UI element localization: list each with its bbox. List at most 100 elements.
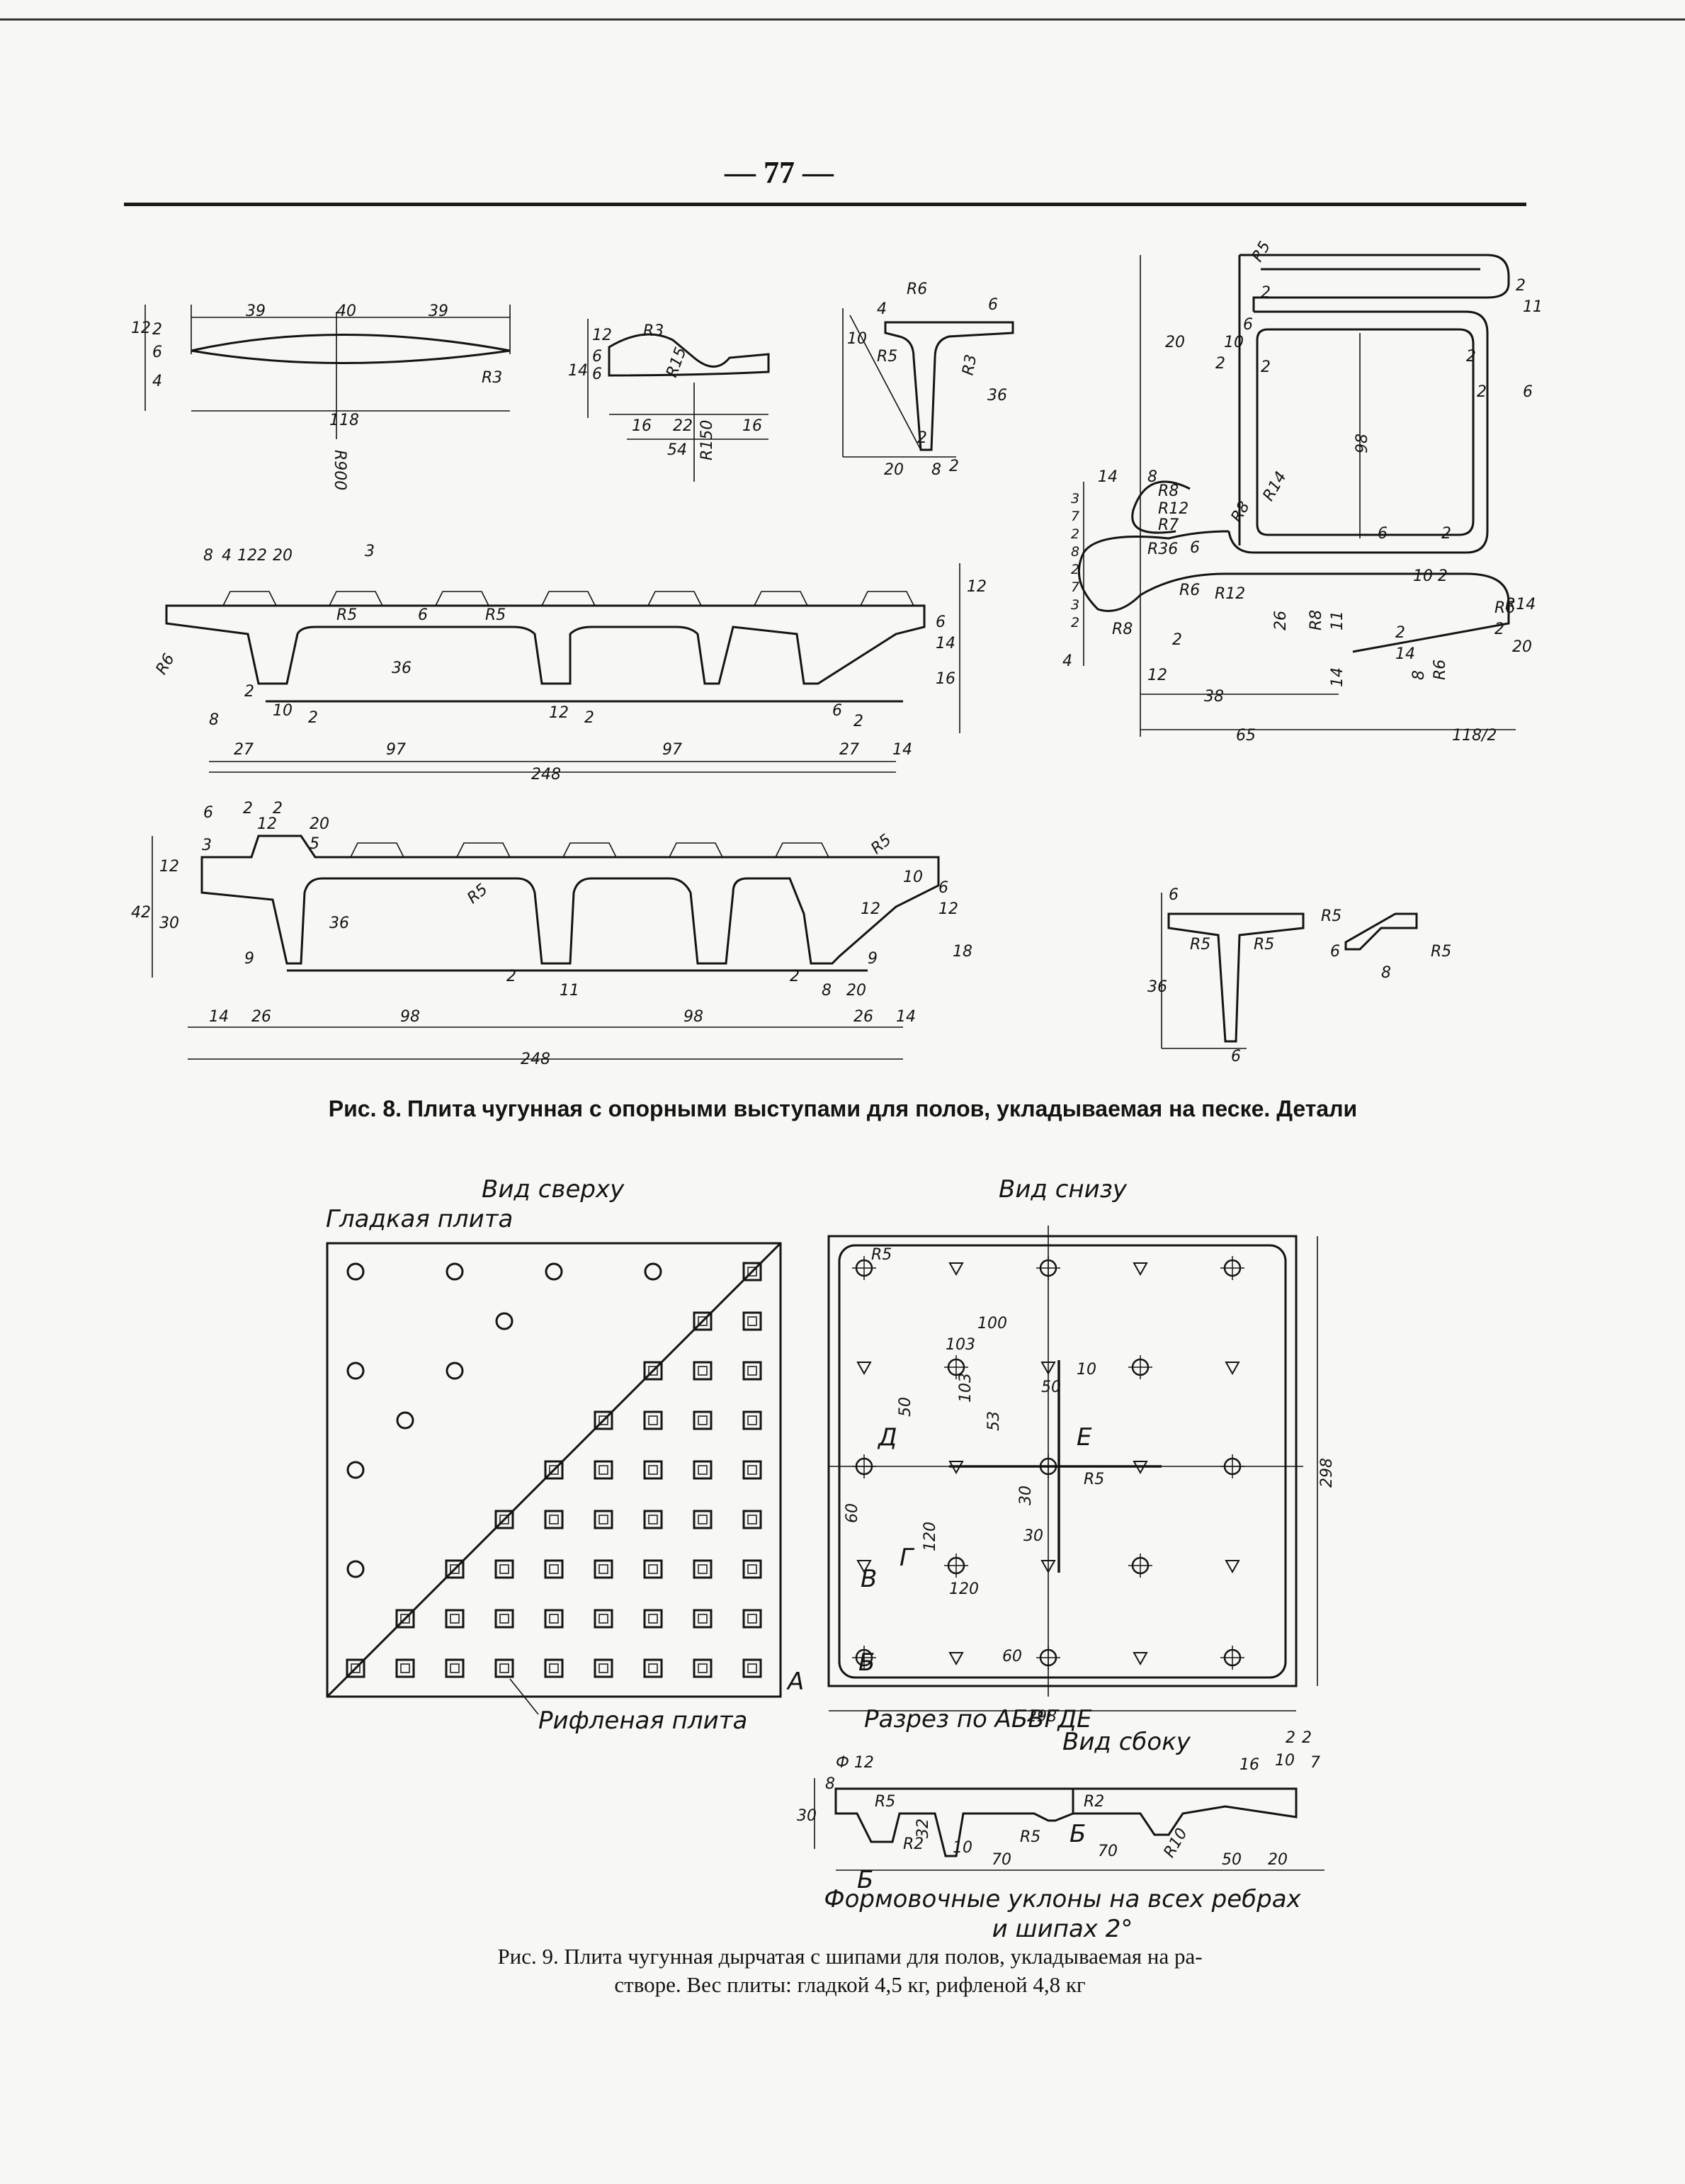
label-d: Д: [877, 1423, 897, 1452]
dim-text: R14: [1260, 469, 1290, 504]
dim-text: 11: [1523, 298, 1543, 316]
dim-text: R5: [1190, 936, 1210, 954]
square-hole-inner: [747, 1663, 757, 1673]
dim-text: R6: [1431, 660, 1449, 680]
square-hole: [742, 1460, 762, 1480]
dim-text: 3: [1071, 597, 1079, 613]
dim-text: 7: [1071, 579, 1079, 595]
dim-text: 60: [844, 1503, 861, 1523]
dim-text: 14: [1329, 667, 1346, 687]
square-hole-inner: [400, 1663, 410, 1673]
square-hole-inner: [499, 1663, 509, 1673]
dim-text: 7: [1071, 509, 1079, 524]
square-hole: [445, 1559, 465, 1579]
dim-text: 2: [1286, 1729, 1295, 1747]
header-rule: [124, 203, 1526, 206]
dim-text: 6: [592, 366, 602, 383]
dim-text: 2: [1261, 358, 1271, 376]
dim-text: 2: [506, 968, 516, 985]
square-hole-inner: [747, 1465, 757, 1475]
square-hole: [693, 1361, 713, 1381]
dim-text: R150: [698, 420, 716, 460]
dim-text: 2: [1215, 355, 1225, 373]
square-hole-inner: [598, 1564, 608, 1574]
square-hole-inner: [698, 1415, 708, 1425]
caption-line-2: створе. Вес плиты: гладкой 4,5 кг, рифле…: [614, 1972, 1086, 1997]
square-hole: [594, 1609, 613, 1629]
label-b: Б: [1070, 1820, 1086, 1848]
dim-text: 2: [1395, 624, 1405, 642]
square-hole: [395, 1658, 415, 1678]
dim-text: 8: [1381, 964, 1391, 982]
dim-text: 2: [152, 321, 162, 339]
square-hole-inner: [747, 1564, 757, 1574]
dim-text: 20: [1268, 1851, 1288, 1869]
dim-text: R12: [1158, 500, 1188, 518]
dim-text: 18: [953, 943, 972, 961]
dim-text: 2: [243, 800, 253, 817]
dim-text: R8: [1158, 482, 1179, 500]
dim-text: 11: [560, 982, 579, 1000]
dim-text: 2: [790, 968, 800, 985]
dim-text: 10: [1413, 567, 1433, 585]
dim-text: R5: [868, 831, 895, 858]
square-hole-inner: [747, 1316, 757, 1326]
dim-text: 6: [936, 613, 946, 631]
dim-text: R10: [1161, 1826, 1191, 1861]
square-hole-inner: [747, 1366, 757, 1376]
fig9-bottom-view: Вид снизу R5 100 103 10 50 50 103 53 Д Е…: [822, 1169, 1360, 1728]
dim-text: R7: [1158, 516, 1179, 534]
dim-text: 14: [1395, 645, 1415, 663]
spike-mark: [948, 1461, 964, 1475]
square-hole-inner: [598, 1465, 608, 1475]
fig9-top-view: Вид сверху Гладкая плита Рифленая плита …: [312, 1169, 807, 1736]
dim-text: 6: [203, 804, 213, 822]
dim-text: 60: [1002, 1648, 1022, 1665]
dim-text: 8: [825, 1775, 835, 1793]
spike-mark: [1133, 1461, 1148, 1475]
dim-text: 26: [251, 1008, 271, 1026]
dim-text: 11: [1329, 611, 1346, 630]
dim-text: Ф 12: [836, 1754, 874, 1772]
square-hole: [395, 1609, 415, 1629]
dim-text: 10: [847, 330, 867, 348]
square-hole: [742, 1311, 762, 1331]
square-hole-inner: [698, 1663, 708, 1673]
square-hole-inner: [648, 1366, 658, 1376]
square-hole: [445, 1658, 465, 1678]
top-view-title: Вид сверху: [482, 1175, 625, 1204]
dim-text: 12: [592, 327, 612, 344]
round-hole: [495, 1312, 514, 1330]
square-hole-inner: [698, 1515, 708, 1524]
dim-text: R8: [1307, 610, 1325, 630]
dim-text: 98: [683, 1008, 703, 1026]
spike-mark: [1133, 1652, 1148, 1666]
dim-text: 36: [987, 387, 1007, 404]
fig8-tee-detail: 6 R5 R5 36 6 R5 6 R5 8: [1147, 871, 1502, 1063]
dim-text: R3: [959, 353, 980, 377]
square-hole-inner: [747, 1415, 757, 1425]
square-hole-inner: [450, 1663, 460, 1673]
bolt-grid: [852, 1256, 1244, 1670]
dim-text: 103: [946, 1336, 975, 1354]
square-hole-inner: [450, 1614, 460, 1624]
square-hole: [544, 1609, 564, 1629]
dim-text: 2: [1438, 567, 1448, 585]
round-hole: [644, 1262, 662, 1281]
dim-text: 14: [936, 635, 955, 652]
square-hole: [594, 1559, 613, 1579]
square-hole-inner: [549, 1614, 559, 1624]
dim-text: 10: [953, 1839, 972, 1857]
dim-text: 2: [1516, 277, 1526, 295]
dim-text: R5: [1084, 1471, 1104, 1488]
ribbed-plate-label: Рифленая плита: [538, 1707, 747, 1735]
label-v: В: [861, 1565, 877, 1593]
label-b: Б: [857, 1866, 873, 1894]
square-hole-inner: [499, 1614, 509, 1624]
dim-text: 4: [152, 373, 162, 390]
dim-text: 6: [988, 296, 998, 314]
round-hole: [346, 1461, 365, 1479]
square-hole: [643, 1361, 663, 1381]
fig8-detail-rib: R3 R15 R150 16 22 16 54 14 6 6 12: [567, 290, 822, 496]
dim-text: 5: [310, 835, 319, 853]
